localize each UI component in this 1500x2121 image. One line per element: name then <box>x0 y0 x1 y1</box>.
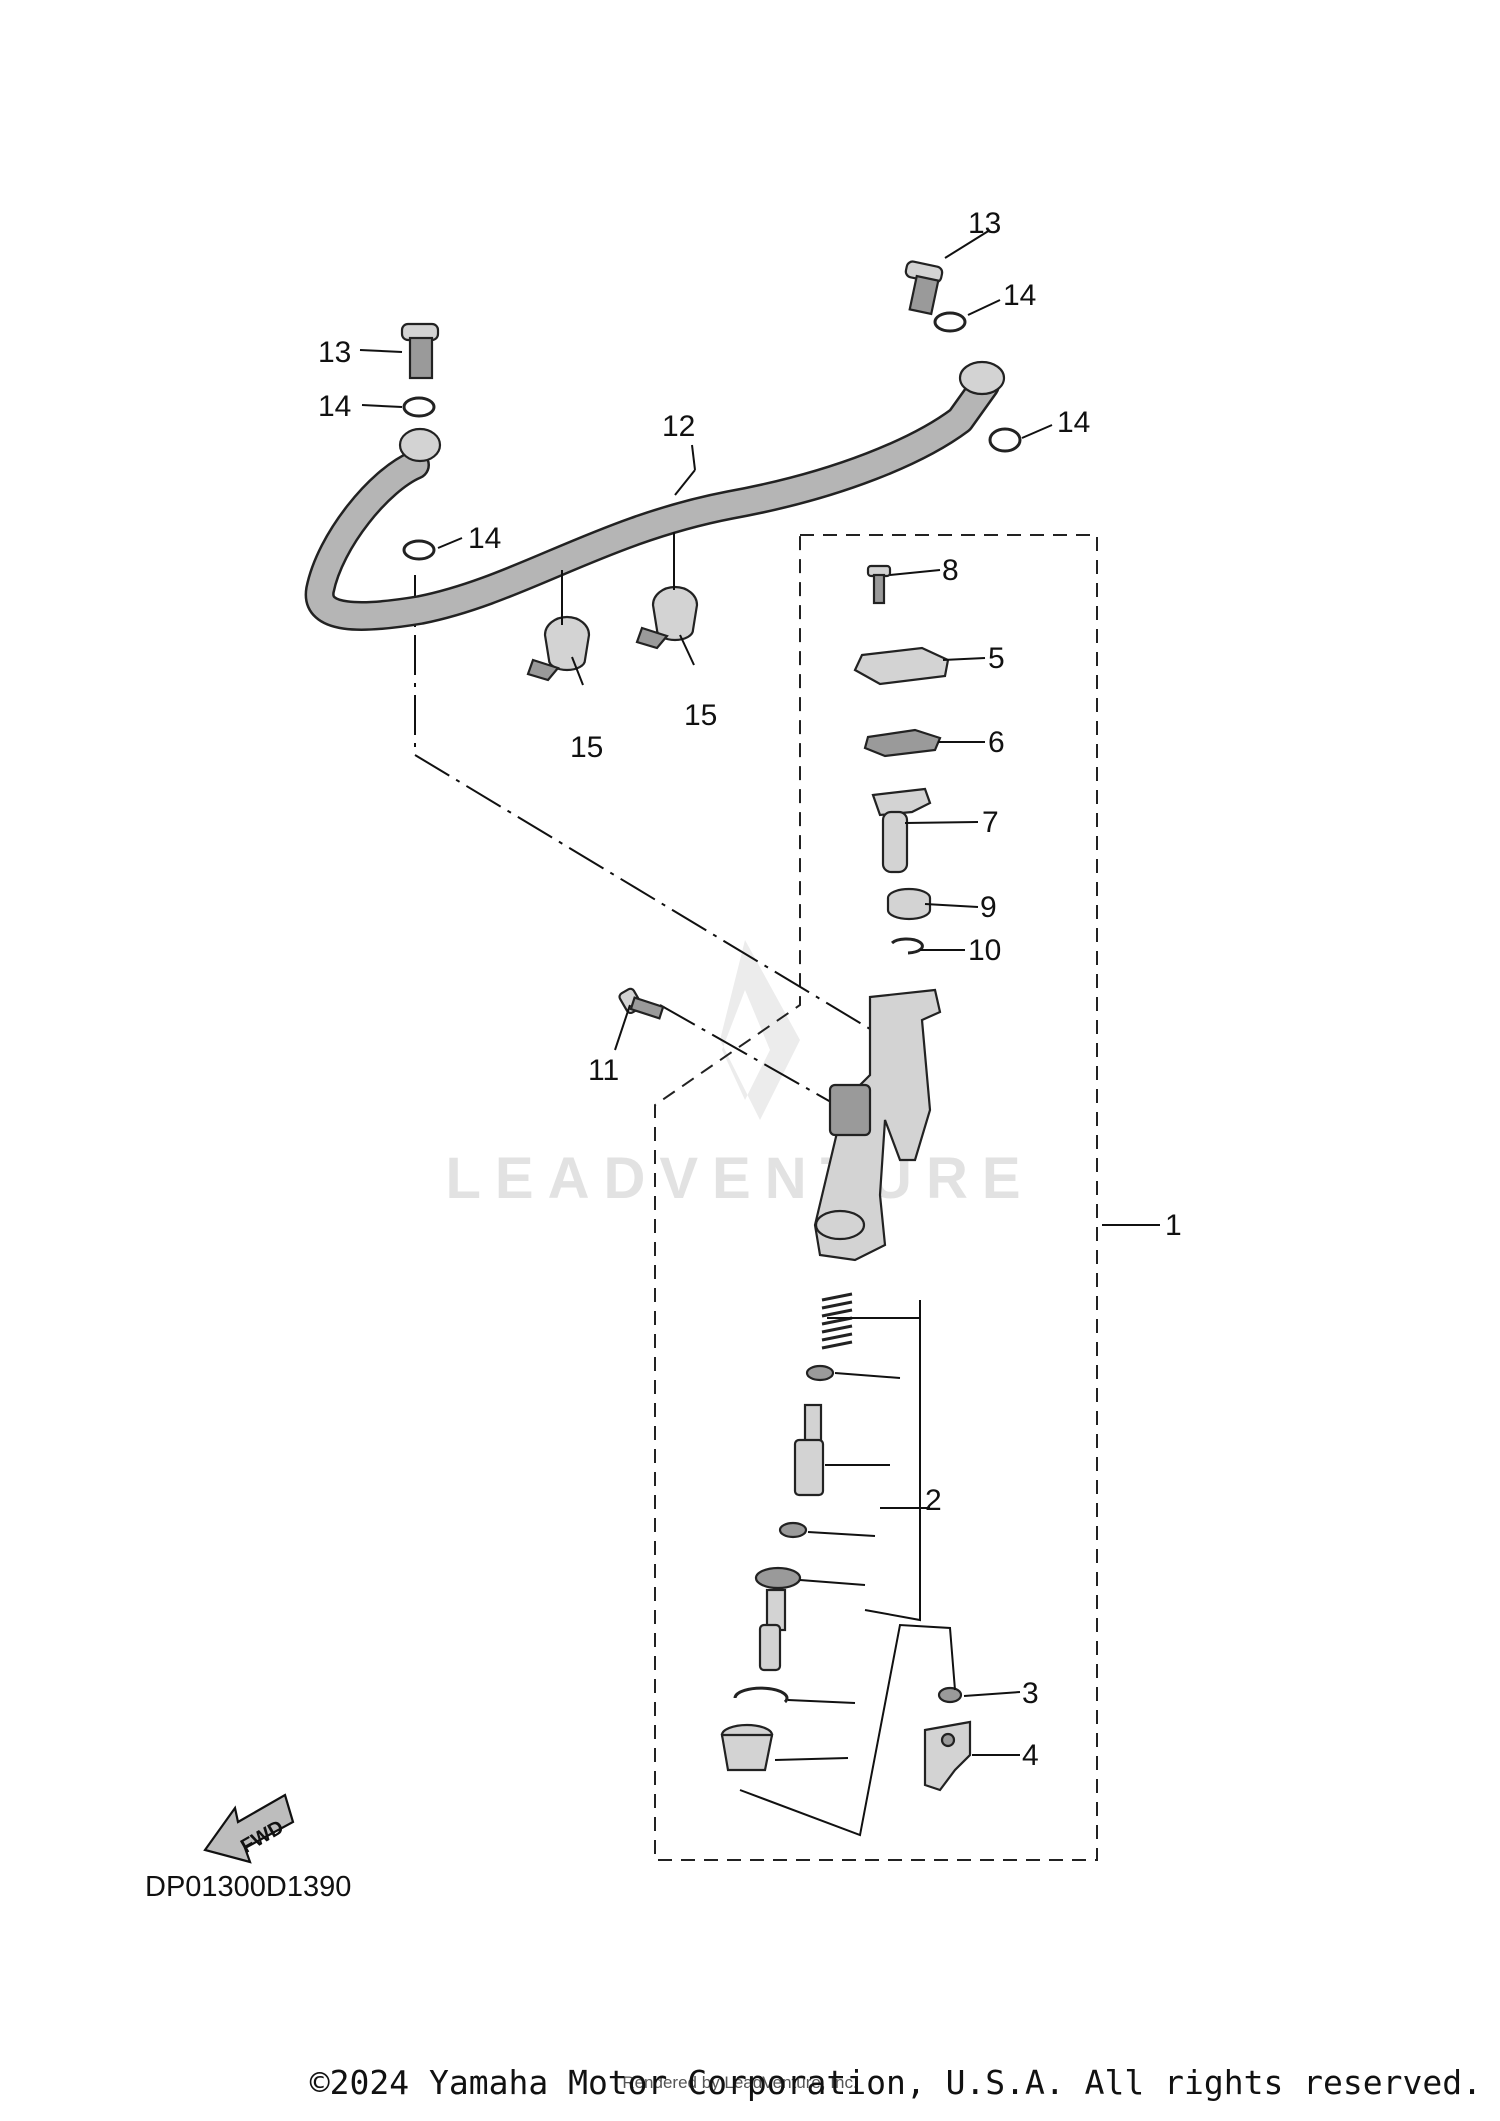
callout-8: 8 <box>942 554 959 587</box>
union-bolt-right-icon <box>904 260 944 316</box>
diagram-code: DP01300D1390 <box>145 1871 351 1903</box>
push-rod-icon <box>754 1566 802 1672</box>
callout-5: 5 <box>988 642 1005 675</box>
brake-hose <box>304 360 1006 631</box>
callout-15-right: 15 <box>684 699 717 732</box>
gasket-icon-1 <box>402 396 436 418</box>
piston-icon <box>793 1403 825 1497</box>
cup-icon-1 <box>805 1364 835 1382</box>
bolt-icon <box>618 987 665 1020</box>
callout-6: 6 <box>988 726 1005 759</box>
joint-icon <box>923 1720 972 1792</box>
fwd-arrow-icon: FWD <box>203 1793 295 1864</box>
diaphragm-icon <box>863 728 942 758</box>
union-bolt-left-icon <box>400 322 440 380</box>
master-cylinder-body-icon <box>813 988 942 1262</box>
callout-11: 11 <box>588 1054 619 1087</box>
cup-icon-2 <box>778 1521 808 1539</box>
screw-icon <box>866 564 892 605</box>
hose-clamp-icon-2 <box>635 585 699 650</box>
watermark-flame-icon <box>720 940 800 1120</box>
leader-lines <box>359 229 1160 1837</box>
nut-icon <box>937 1686 963 1704</box>
hose-clamp-icon-1 <box>526 615 591 682</box>
callout-15-left: 15 <box>570 731 603 764</box>
callout-10: 10 <box>968 934 1001 967</box>
callout-12: 12 <box>662 410 695 443</box>
circlip-icon <box>890 937 924 955</box>
callout-1: 1 <box>1165 1209 1182 1242</box>
cylinder-kit-parts <box>720 1292 853 1772</box>
callout-9: 9 <box>980 891 997 924</box>
callout-14-d: 14 <box>1057 406 1090 439</box>
callout-14-b: 14 <box>468 522 501 555</box>
gasket-icon-3 <box>933 311 967 333</box>
gasket-icon-2 <box>402 539 436 561</box>
callout-3: 3 <box>1022 1677 1039 1710</box>
routing-line-bolt-to-cylinder <box>659 1004 846 1111</box>
retaining-ring-icon <box>733 1686 789 1704</box>
routing-line-hose-to-cylinder <box>414 575 881 1036</box>
spring-icon <box>821 1292 853 1350</box>
callout-13-right: 13 <box>968 207 1001 240</box>
watermark: LEADVENTURE <box>445 940 1034 1211</box>
assembly-boundary <box>654 534 1098 1861</box>
renderer-credit: Rendered by LeadVenture, Inc. <box>622 2073 857 2092</box>
watermark-text: LEADVENTURE <box>445 1146 1034 1211</box>
float-icon <box>871 787 932 874</box>
hose-end-right-icon <box>958 360 1006 396</box>
gasket-icon-4 <box>988 427 1022 453</box>
copyright-notice: ©2024 Yamaha Motor Corporation, U.S.A. A… <box>310 2063 1482 2102</box>
reservoir-cap-icon <box>853 646 950 686</box>
callout-14-c: 14 <box>1003 279 1036 312</box>
callout-2: 2 <box>925 1484 942 1517</box>
callout-7: 7 <box>982 806 999 839</box>
hose-end-left-icon <box>398 427 442 463</box>
callout-labels: 1 2 3 4 5 6 7 8 9 10 11 12 13 13 14 14 1… <box>318 207 1182 1772</box>
callout-4: 4 <box>1022 1739 1039 1772</box>
oil-seal-icon <box>886 887 932 921</box>
boot-icon <box>720 1723 774 1772</box>
callout-13-left: 13 <box>318 336 351 369</box>
callout-14-a: 14 <box>318 390 351 423</box>
